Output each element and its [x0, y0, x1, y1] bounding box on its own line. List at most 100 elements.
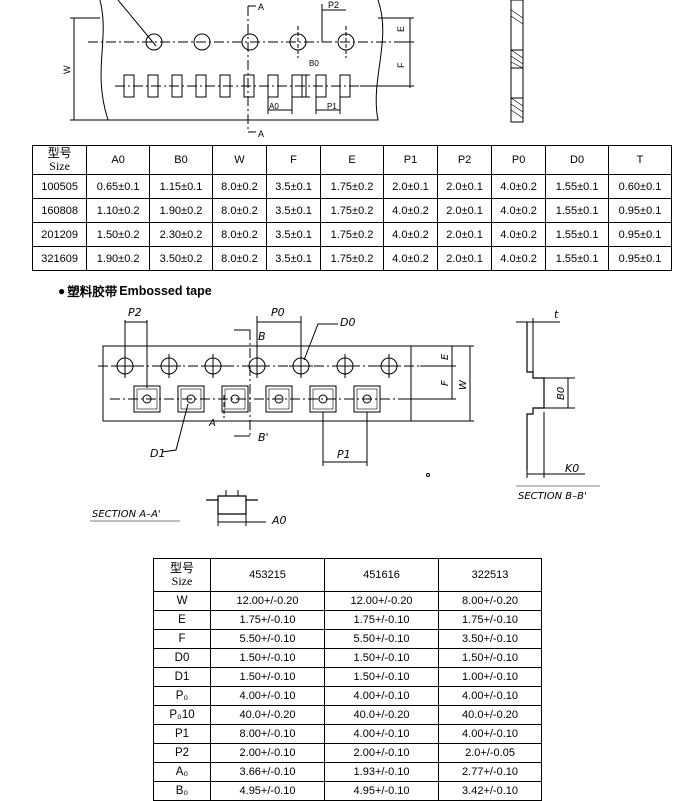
- table-row: P₀10 40.0+/-0.20 40.0+/-0.20 40.0+/-0.20: [153, 705, 542, 725]
- value-cell: 1.75±0.2: [320, 198, 384, 223]
- value-cell: 3.5±0.1: [266, 222, 322, 247]
- value-cell: 3.5±0.1: [266, 198, 322, 223]
- value-cell: 1.00+/-0.10: [438, 667, 542, 687]
- table-row: F 5.50+/-0.10 5.50+/-0.10 3.50+/-0.10: [153, 629, 542, 649]
- value-cell: 1.55±0.1: [545, 198, 610, 223]
- label-a-top: A: [258, 2, 264, 12]
- value-cell: 0.95±0.1: [608, 222, 672, 247]
- label-p0: P0: [271, 306, 285, 319]
- value-cell: 3.5±0.1: [266, 246, 322, 271]
- size-cell: 321609: [31, 246, 88, 271]
- value-cell: 3.5±0.1: [266, 174, 322, 199]
- title-en: Embossed tape: [119, 283, 212, 298]
- value-cell: 1.75±0.2: [320, 246, 384, 271]
- value-cell: 12.00+/-0.20: [324, 591, 440, 611]
- value-cell: 1.55±0.1: [545, 222, 610, 247]
- value-cell: 4.0±0.2: [382, 222, 439, 247]
- value-cell: 0.65±0.1: [86, 174, 151, 199]
- label-t: t: [554, 308, 559, 321]
- value-cell: 2.00+/-0.10: [324, 743, 440, 763]
- label-p2: P2: [128, 306, 142, 319]
- row-label: A₀: [153, 762, 211, 782]
- paper-tape-drawing: A A P2 E F W B0 A0 P1: [62, 0, 524, 139]
- sprocket-holes: [113, 354, 401, 378]
- value-cell: 5.50+/-0.10: [209, 629, 326, 649]
- size-cell: 201209: [31, 222, 88, 247]
- row-label: D0: [153, 648, 211, 668]
- value-cell: 2.30±0.2: [149, 222, 213, 247]
- value-cell: 4.0±0.2: [382, 198, 439, 223]
- label-d0: D0: [340, 316, 355, 329]
- value-cell: 2.0±0.1: [437, 198, 493, 223]
- value-cell: 1.50+/-0.10: [324, 648, 440, 668]
- row-label: P₀10: [153, 705, 211, 725]
- label-a0: A0: [271, 514, 287, 527]
- label-a: A: [208, 418, 216, 429]
- col-header: 451616: [324, 558, 440, 592]
- value-cell: 8.00+/-0.10: [209, 724, 326, 744]
- label-b0: B0: [309, 59, 319, 68]
- col-header: 453215: [209, 558, 326, 592]
- table-row: 100505 0.65±0.1 1.15±0.1 8.0±0.2 3.5±0.1…: [31, 174, 672, 199]
- label-p2: P2: [328, 0, 339, 10]
- value-cell: 2.0±0.1: [437, 174, 493, 199]
- col-header: P2: [437, 145, 493, 175]
- label-k0: K0: [565, 462, 579, 475]
- table-row: 160808 1.10±0.2 1.90±0.2 8.0±0.2 3.5±0.1…: [31, 198, 672, 223]
- label-b-prime: B': [258, 431, 269, 444]
- value-cell: 2.00+/-0.10: [209, 743, 326, 763]
- row-label: F: [153, 629, 211, 649]
- row-label: P2: [153, 743, 211, 763]
- col-header: P1: [382, 145, 439, 175]
- row-label: P1: [153, 724, 211, 744]
- col-header: P0: [491, 145, 547, 175]
- label-p1: P1: [337, 448, 351, 461]
- value-cell: 1.55±0.1: [545, 174, 610, 199]
- label-f: F: [396, 62, 406, 68]
- value-cell: 3.50+/-0.10: [438, 629, 542, 649]
- col-header: D0: [545, 145, 610, 175]
- label-w: W: [62, 65, 72, 74]
- value-cell: 2.77+/-0.10: [438, 762, 542, 782]
- value-cell: 1.15±0.1: [149, 174, 213, 199]
- label-section-aa: SECTION A–A': [92, 509, 161, 520]
- value-cell: 4.00+/-0.10: [324, 724, 440, 744]
- value-cell: 3.50±0.2: [149, 246, 213, 271]
- value-cell: 8.0±0.2: [211, 174, 268, 199]
- col-header: B0: [149, 145, 213, 175]
- sprocket-hole: [145, 33, 163, 51]
- col-header: E: [320, 145, 384, 175]
- value-cell: 4.00+/-0.10: [324, 686, 440, 706]
- embossed-section-title: ● 塑料胶带 Embossed tape: [58, 281, 212, 300]
- title-cn: 塑料胶带: [67, 285, 118, 299]
- sprocket-hole: [193, 33, 211, 51]
- label-d1: D1: [150, 447, 165, 460]
- value-cell: 8.0±0.2: [211, 246, 268, 271]
- col-header: 322513: [438, 558, 542, 592]
- size-cell: 100505: [31, 174, 88, 199]
- value-cell: 1.50+/-0.10: [438, 648, 542, 668]
- value-cell: 2.0±0.1: [437, 246, 493, 271]
- value-cell: 4.0±0.2: [491, 174, 547, 199]
- value-cell: 4.00+/-0.10: [438, 686, 542, 706]
- value-cell: 3.66+/-0.10: [209, 762, 326, 782]
- label-b: B: [258, 330, 266, 343]
- value-cell: 2.0+/-0.05: [438, 743, 542, 763]
- value-cell: 4.0±0.2: [491, 222, 547, 247]
- value-cell: 40.0+/-0.20: [209, 705, 326, 725]
- table-row: E 1.75+/-0.10 1.75+/-0.10 1.75+/-0.10: [153, 610, 542, 630]
- value-cell: 1.90±0.2: [86, 246, 151, 271]
- value-cell: 40.0+/-0.20: [438, 705, 542, 725]
- bullet-icon: ●: [58, 283, 66, 298]
- row-label: D1: [153, 667, 211, 687]
- value-cell: 0.60±0.1: [608, 174, 672, 199]
- value-cell: 1.10±0.2: [86, 198, 151, 223]
- value-cell: 5.50+/-0.10: [324, 629, 440, 649]
- value-cell: 1.75±0.2: [320, 174, 384, 199]
- value-cell: 2.0±0.1: [437, 222, 493, 247]
- value-cell: 1.75+/-0.10: [438, 610, 542, 630]
- table-row: D1 1.50+/-0.10 1.50+/-0.10 1.00+/-0.10: [153, 667, 542, 687]
